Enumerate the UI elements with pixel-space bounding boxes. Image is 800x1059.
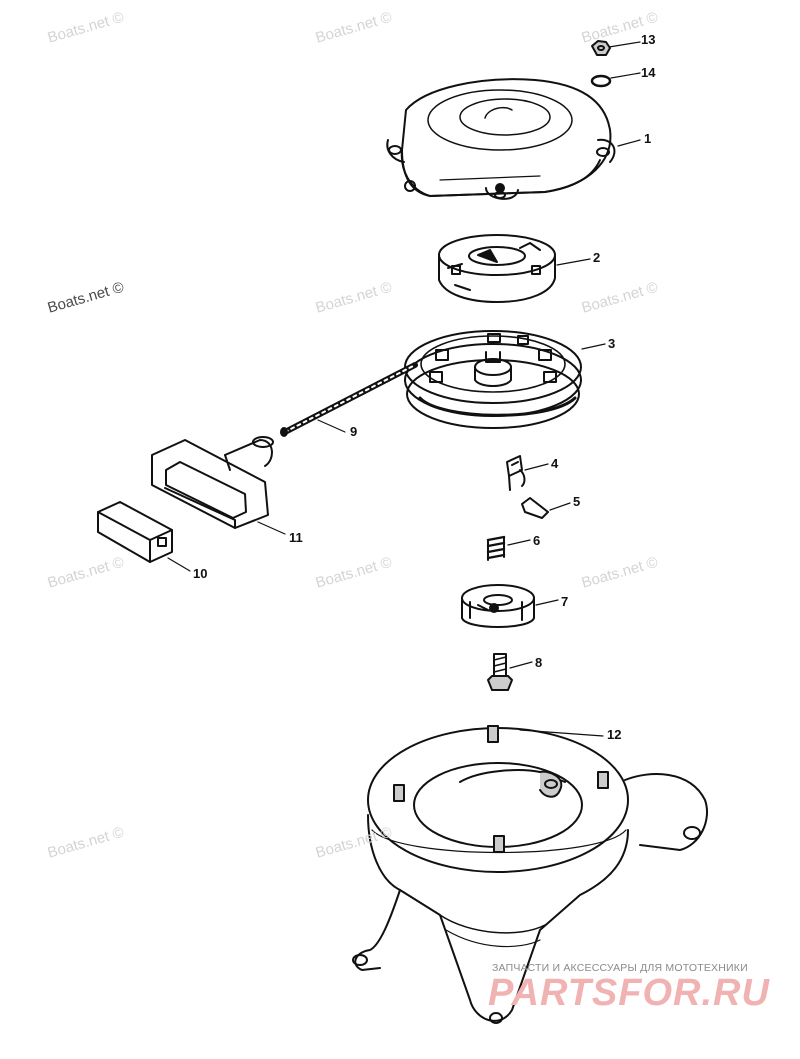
part-5-pawl — [521, 497, 549, 519]
part-7-retainer — [461, 584, 535, 628]
callout-4: 4 — [551, 456, 559, 471]
callout-13: 13 — [641, 32, 656, 47]
part-12-starter-bracket — [352, 725, 708, 1024]
part-13-nut — [591, 40, 611, 56]
callout-6: 6 — [533, 533, 541, 548]
part-8-bolt — [487, 653, 513, 691]
part-6-spring — [486, 535, 506, 561]
part-1-starter-cover — [386, 78, 616, 200]
brand-tagline: ЗАПЧАСТИ И АКСЕССУАРЫ ДЛЯ МОТОТЕХНИКИ — [492, 962, 748, 974]
callout-8: 8 — [535, 655, 543, 670]
part-4-spring-clip — [506, 455, 526, 491]
callout-1: 1 — [644, 131, 652, 146]
callout-7: 7 — [561, 594, 569, 609]
callout-12: 12 — [607, 727, 622, 742]
part-10-handle-insert — [97, 501, 173, 563]
brand-logo: PARTSFOR.RU — [488, 972, 770, 1014]
part-14-washer — [590, 74, 612, 88]
part-3-rope-pulley — [404, 330, 582, 429]
callout-9: 9 — [350, 424, 358, 439]
part-2-drive-plate — [438, 234, 556, 303]
callout-14: 14 — [641, 65, 656, 80]
part-11-starter-handle — [151, 436, 274, 529]
callout-11: 11 — [289, 530, 303, 545]
part-9-starter-rope — [280, 362, 418, 437]
callout-2: 2 — [593, 250, 601, 265]
callout-10: 10 — [193, 566, 208, 581]
callout-5: 5 — [573, 494, 581, 509]
callout-3: 3 — [608, 336, 616, 351]
